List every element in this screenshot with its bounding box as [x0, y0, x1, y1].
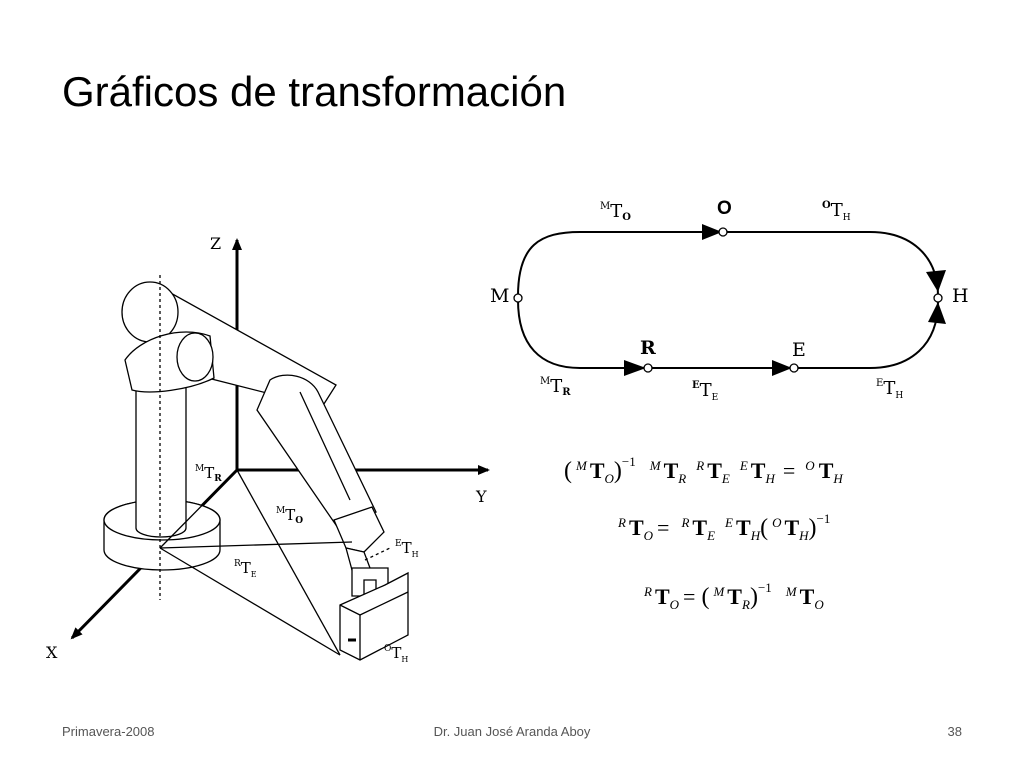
graph-edge-label-ETH: ETH	[876, 378, 903, 401]
graph-edge-E-H	[796, 301, 939, 369]
robot-label-MTR: MTR	[195, 464, 222, 484]
slide-title: Gráficos de transformación	[62, 68, 567, 115]
graph-edge-label-MTO: MTO	[600, 201, 631, 223]
graph-arrowhead	[772, 360, 792, 376]
held-object	[339, 571, 409, 661]
graph-arrowhead	[926, 270, 946, 292]
graph-arrowhead	[928, 302, 946, 324]
graph-edge-label-RTE: ETE	[692, 380, 718, 403]
robot-label-OTH: OTH	[384, 644, 408, 664]
robot-label-RTE: RTE	[234, 559, 257, 579]
graph-edge-M-R	[517, 299, 646, 369]
graph-node-label-H: H	[952, 285, 969, 307]
footer-date: Primavera-2008	[62, 724, 155, 739]
graph-node-M	[513, 293, 523, 303]
slide-number: 38	[947, 724, 962, 739]
graph-node-label-E: E	[792, 339, 806, 361]
graph-node-label-R: R	[640, 337, 656, 359]
graph-node-label-O: O	[717, 198, 732, 219]
graph-edge-O-H	[724, 231, 939, 297]
robot-label-ETH: ETH	[395, 539, 419, 559]
footer-author: Dr. Juan José Aranda Aboy	[433, 724, 591, 739]
y-axis-label: Y	[475, 487, 487, 506]
graph-edge-M-O	[517, 231, 720, 297]
graph-arrowhead	[624, 360, 646, 376]
robot-label-MTO: MTO	[276, 506, 303, 526]
graph-node-O	[718, 227, 728, 237]
graph-edge-label-OTH: OTH	[822, 200, 851, 223]
robot-upper-arm	[256, 374, 377, 529]
x-axis-label: X	[46, 643, 58, 662]
graph-node-H	[933, 293, 943, 303]
graph-edge-label-MTR: MTR	[540, 376, 571, 398]
graph-node-R	[643, 363, 653, 373]
graph-node-E	[789, 363, 799, 373]
transform-graph	[517, 231, 939, 369]
z-axis-label: Z	[210, 234, 221, 253]
robot-figure	[70, 238, 490, 661]
robot-column	[135, 385, 187, 538]
graph-node-label-M: M	[490, 285, 509, 307]
robot-wrist	[333, 506, 385, 553]
graph-arrowhead	[702, 224, 722, 240]
